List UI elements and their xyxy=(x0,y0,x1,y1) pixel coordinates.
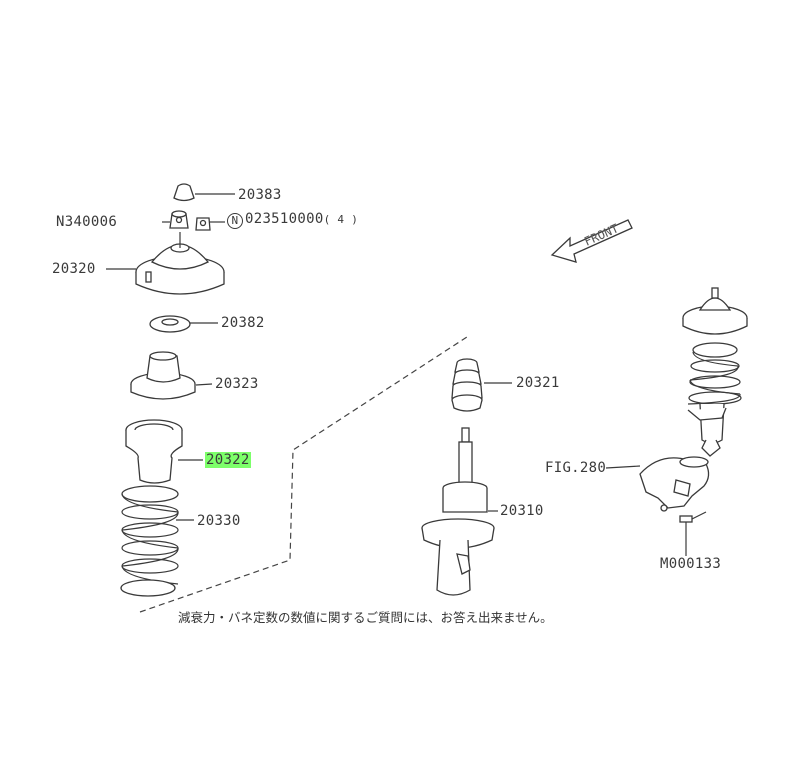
part-20382-washer xyxy=(149,315,218,333)
front-arrow xyxy=(550,219,633,263)
label-20310: 20310 xyxy=(500,503,544,519)
label-20321: 20321 xyxy=(516,375,560,391)
label-fig280: FIG.280 xyxy=(545,460,607,476)
part-20323-spring-seat xyxy=(130,351,213,400)
label-n340006: N340006 xyxy=(56,214,118,230)
part-20383-cap xyxy=(173,183,235,202)
part-n340006-nut xyxy=(162,210,189,229)
label-20382: 20382 xyxy=(221,315,265,331)
label-20322: 20322 xyxy=(205,452,251,468)
part-20310-strut xyxy=(421,427,498,596)
part-023510000-nut xyxy=(195,217,225,231)
assembled-strut-view xyxy=(605,287,748,556)
part-20321-bump-stop xyxy=(451,358,512,412)
label-m000133: M000133 xyxy=(660,556,722,572)
label-20330: 20330 xyxy=(197,513,241,529)
exploded-view-boundary xyxy=(139,334,471,613)
label-023510000-qty: ( 4 ) xyxy=(323,213,359,226)
part-20322-boot xyxy=(125,419,203,484)
label-023510000-number: 023510000 xyxy=(245,211,324,227)
disclaimer-note: 減衰力・バネ定数の数値に関するご質問には、お答え出来ません。 xyxy=(178,610,553,625)
circle-n-symbol: N xyxy=(227,213,243,229)
label-20383: 20383 xyxy=(238,187,282,203)
label-20323: 20323 xyxy=(215,376,259,392)
label-20320: 20320 xyxy=(52,261,96,277)
part-20320-mount xyxy=(106,232,225,295)
part-20330-spring xyxy=(120,485,194,597)
